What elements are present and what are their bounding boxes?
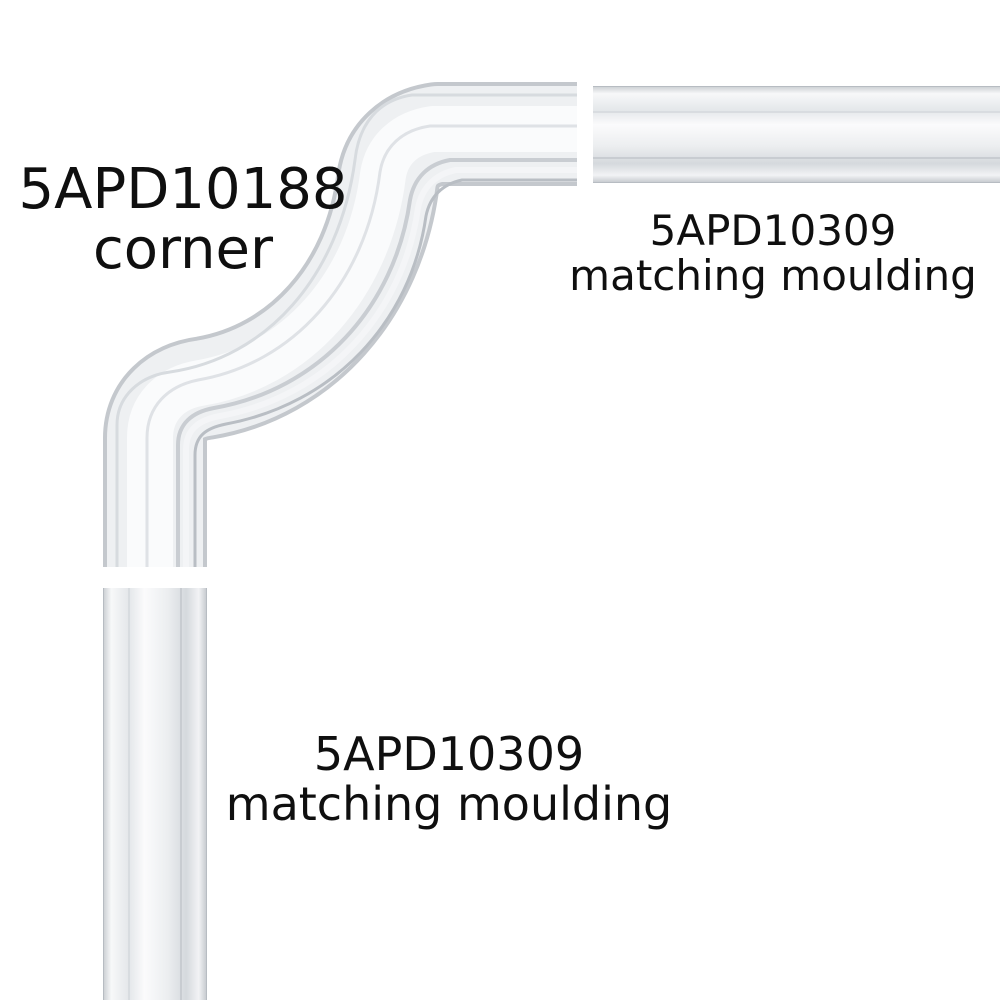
top-moulding-label: 5APD10309 matching moulding bbox=[558, 208, 988, 299]
bottom-moulding-label: 5APD10309 matching moulding bbox=[214, 727, 684, 831]
top-moulding-code: 5APD10309 bbox=[649, 206, 897, 255]
corner-piece bbox=[103, 82, 577, 567]
corner-caption: corner bbox=[92, 217, 274, 283]
top-moulding-caption: matching moulding bbox=[569, 251, 977, 301]
top-moulding-strip bbox=[593, 86, 1000, 183]
bottom-moulding-code: 5APD10309 bbox=[313, 727, 585, 781]
bottom-moulding-caption: matching moulding bbox=[225, 776, 673, 831]
corner-code: 5APD10188 bbox=[18, 157, 348, 222]
bottom-moulding-strip bbox=[103, 588, 207, 1000]
corner-label: 5APD10188 corner bbox=[18, 157, 348, 283]
